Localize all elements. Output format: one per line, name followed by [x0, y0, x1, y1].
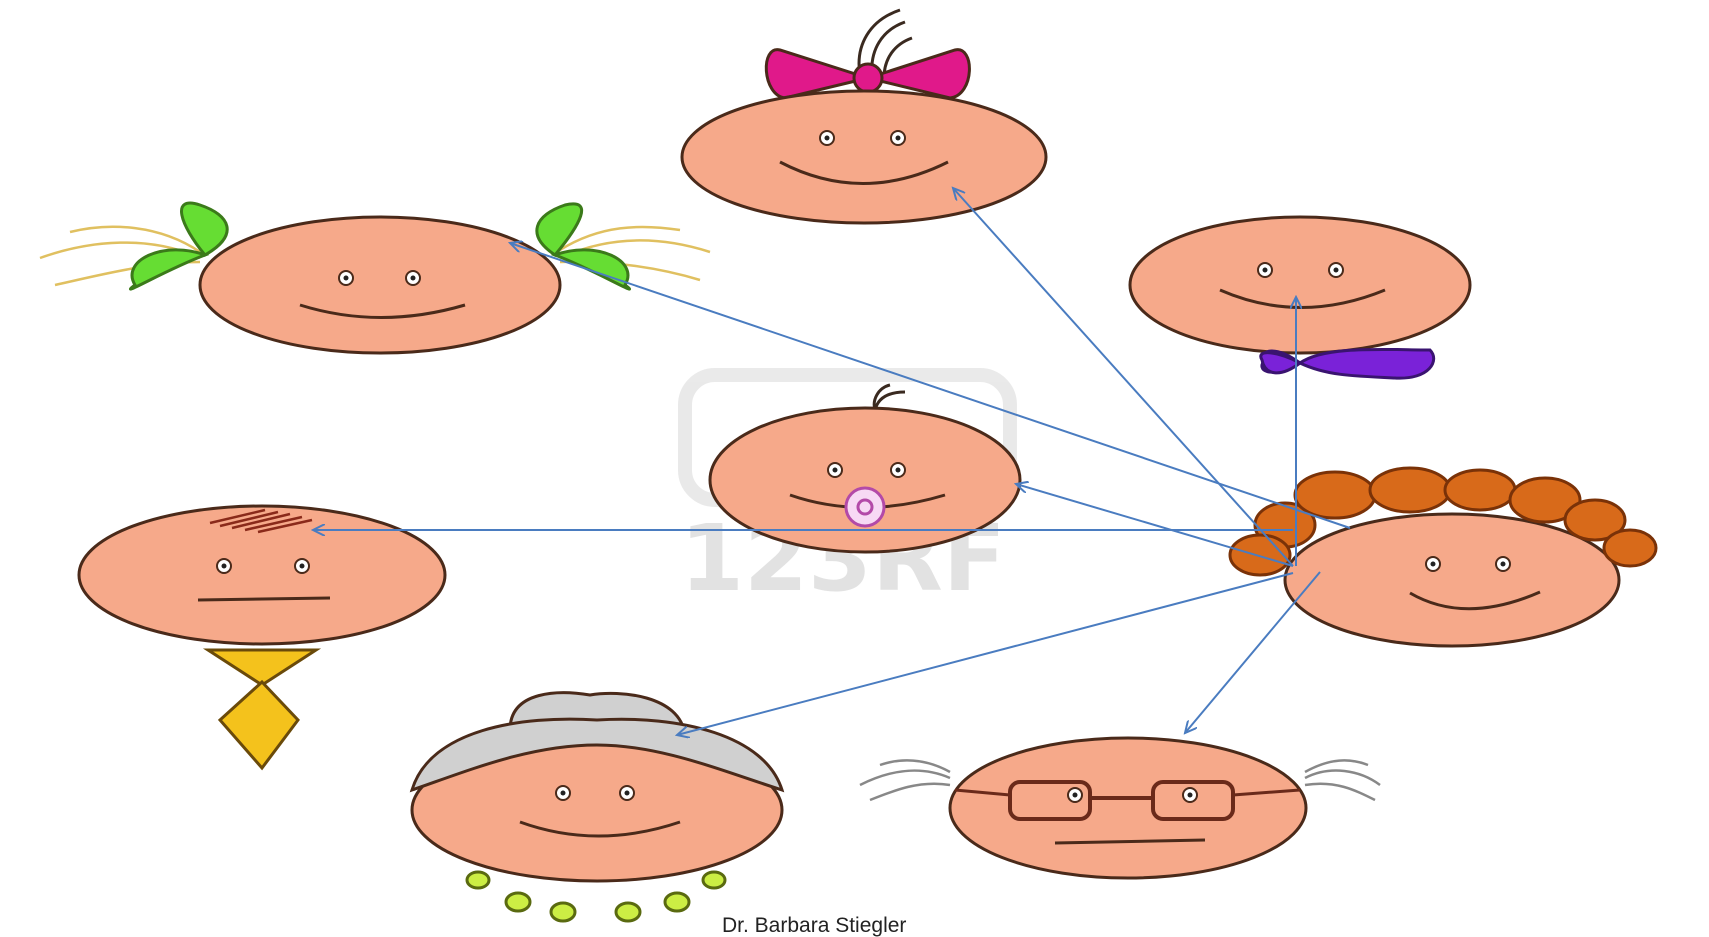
- grandfather-with-glasses: [860, 738, 1380, 878]
- baby-with-pacifier: [710, 385, 1020, 552]
- girl-with-green-pigtail-bows: [40, 203, 710, 353]
- caption: Dr. Barbara Stiegler: [722, 915, 1002, 937]
- grandmother-with-bun-and-necklace: [412, 693, 782, 921]
- arrow-to-baby: [1016, 484, 1293, 566]
- man-with-purple-bowtie: [1130, 217, 1470, 378]
- girl-with-pink-bow: [682, 10, 1046, 223]
- boy-with-yellow-tie: [79, 506, 445, 768]
- curly-haired-woman: [1230, 468, 1656, 646]
